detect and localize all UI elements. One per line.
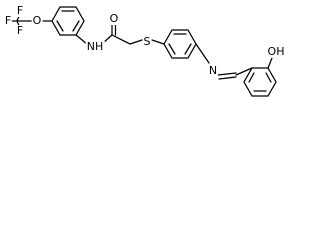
atom-label-imine-nitrogen: N (207, 64, 219, 77)
ring-left-double-3 (56, 20, 64, 32)
atom-label-hydroxyl: OH (266, 45, 286, 58)
bond-s-ring2 (151, 39, 165, 45)
molecule-structure: F F F O NH O S N OH (0, 0, 293, 117)
bond-ring1-nh (75, 34, 88, 45)
ring-aryl-middle (163, 29, 197, 59)
bond-n-ch-2 (218, 76, 237, 80)
amide-linker (75, 24, 165, 45)
ring-right-double-3 (248, 72, 255, 83)
bond-ch-ring3 (235, 67, 253, 76)
atom-label-ether-oxygen: O (31, 14, 43, 27)
bond-ch2-s (129, 39, 143, 45)
atom-label-carbonyl-oxygen: O (108, 12, 120, 25)
ring-left-double-2 (72, 20, 80, 32)
ring-left-outline (51, 6, 85, 36)
atom-label-f-top: F (15, 4, 25, 17)
ring-middle-double-2 (184, 43, 192, 55)
ring-phenol (243, 57, 277, 97)
bond-carbonyl-ch2 (111, 34, 131, 45)
atom-label-amide-nh: NH (85, 40, 105, 53)
atom-label-f-bottom: F (15, 24, 25, 37)
bond-ring2-n (195, 43, 210, 64)
atom-label-sulfur: S (142, 35, 152, 48)
bond-n-ch-1 (217, 72, 237, 76)
ring-aryl-left (51, 6, 85, 36)
imine-linker (195, 43, 253, 80)
atom-label-f-left: F (3, 14, 13, 27)
bond-ring3-oh (267, 57, 273, 69)
ring-middle-double-3 (168, 43, 176, 55)
ring-right-double-1 (265, 72, 272, 83)
molecule-bonds (10, 6, 277, 97)
